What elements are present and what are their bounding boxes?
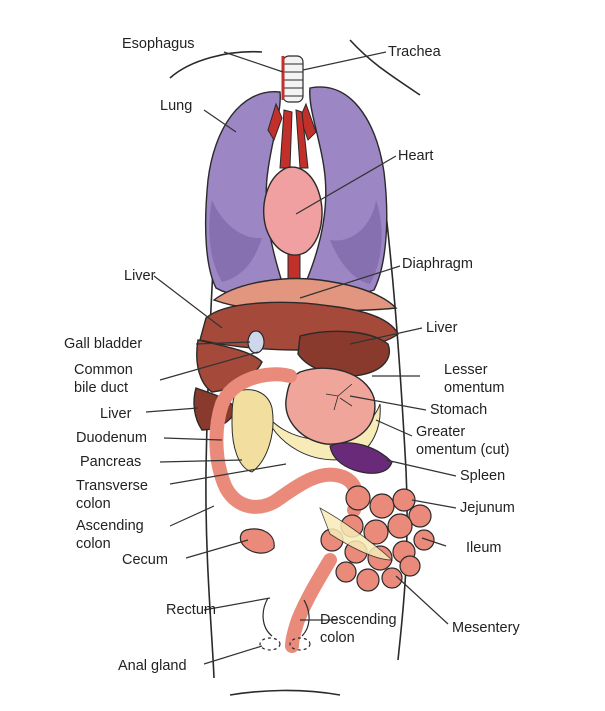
label-diaphragm: Diaphragm xyxy=(402,256,473,272)
labels: Esophagus Trachea Lung Heart Liver Diaph… xyxy=(64,36,520,674)
label-heart: Heart xyxy=(398,148,433,164)
cecum xyxy=(239,528,275,554)
vessels xyxy=(267,102,317,281)
label-greater-omentum-2: omentum (cut) xyxy=(416,442,509,458)
anal-glands xyxy=(259,637,311,651)
label-esophagus: Esophagus xyxy=(122,36,195,52)
label-mesentery: Mesentery xyxy=(452,620,520,636)
label-duodenum: Duodenum xyxy=(76,430,147,446)
label-pancreas: Pancreas xyxy=(80,454,141,470)
leader-lines xyxy=(145,51,457,665)
spleen xyxy=(329,442,393,474)
label-descending-colon-2: colon xyxy=(320,630,355,646)
pancreas xyxy=(231,389,274,473)
left-lung-shade xyxy=(209,200,262,282)
label-anal-gland: Anal gland xyxy=(118,658,187,674)
label-common-bile-duct-2: bile duct xyxy=(74,380,128,396)
label-greater-omentum-1: Greater xyxy=(416,424,465,440)
stomach xyxy=(285,367,376,445)
label-descending-colon-1: Descending xyxy=(320,612,397,628)
label-liver-lower: Liver xyxy=(100,406,132,422)
heart xyxy=(263,166,323,256)
label-stomach: Stomach xyxy=(430,402,487,418)
label-transverse-colon-1: Transverse xyxy=(76,478,148,494)
label-ascending-colon-1: Ascending xyxy=(76,518,144,534)
label-lung: Lung xyxy=(160,98,192,114)
label-common-bile-duct-1: Common xyxy=(74,362,133,378)
label-jejunum: Jejunum xyxy=(460,500,515,516)
duodenum xyxy=(209,367,297,514)
right-lung-shade xyxy=(330,200,382,284)
label-lesser-omentum-2: omentum xyxy=(444,380,504,396)
label-ileum: Ileum xyxy=(466,540,501,556)
ascending-colon xyxy=(273,467,364,517)
label-ascending-colon-2: colon xyxy=(76,536,111,552)
label-spleen: Spleen xyxy=(460,468,505,484)
label-transverse-colon-2: colon xyxy=(76,496,111,512)
stomach-vessels xyxy=(325,383,353,411)
mesentery xyxy=(319,507,394,561)
trachea xyxy=(281,55,304,103)
label-cecum: Cecum xyxy=(122,552,168,568)
label-liver-upper: Liver xyxy=(124,268,156,284)
label-gall-bladder: Gall bladder xyxy=(64,336,142,352)
gall-bladder xyxy=(247,330,265,354)
label-liver-right: Liver xyxy=(426,320,458,336)
label-lesser-omentum-1: Lesser xyxy=(444,362,488,378)
liver xyxy=(193,301,399,431)
label-trachea: Trachea xyxy=(388,44,442,60)
label-rectum: Rectum xyxy=(166,602,216,618)
